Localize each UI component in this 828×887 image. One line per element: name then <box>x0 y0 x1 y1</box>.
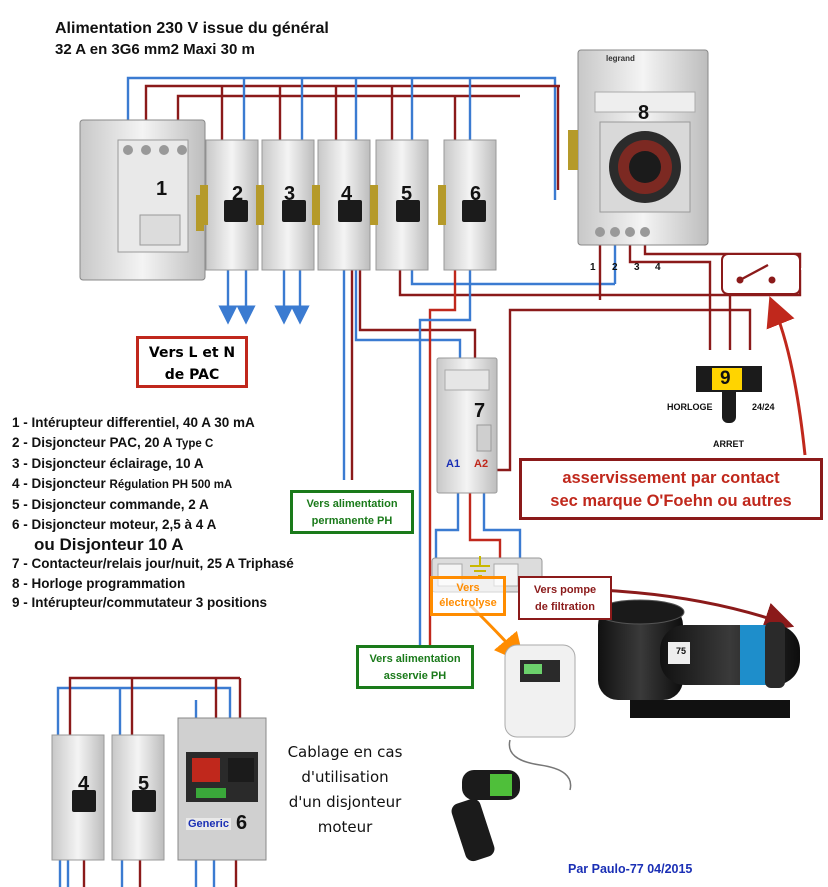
contact-switch <box>721 253 801 295</box>
legend-item-3: 3 - Disjoncteur éclairage, 10 A <box>12 454 294 474</box>
box-electrolyse-line2: électrolyse <box>439 597 497 609</box>
breaker-6 <box>438 139 497 271</box>
module-2-label: 2 <box>232 183 244 205</box>
legend-item-6-alt: ou Disjonteur 10 A <box>12 535 294 555</box>
legend-item-4: 4 - Disjoncteur Régulation PH 500 mA <box>12 474 294 496</box>
box-vers-pac-line1: Vers L et N <box>148 345 236 361</box>
legend-item-4-text: 4 - Disjoncteur <box>12 475 110 491</box>
box-pompe-line1: Vers pompe <box>533 584 597 596</box>
pump-arrow <box>599 588 795 632</box>
box-vers-pac: Vers L et N de PAC <box>136 336 248 388</box>
legend-item-5-text: 5 - Disjoncteur commande, 2 A <box>12 497 209 513</box>
header-line-1: Alimentation 230 V issue du général <box>55 20 329 37</box>
inset-devices <box>51 717 267 861</box>
box-pompe: Vers pompe de filtration <box>518 576 612 620</box>
legend-item-4-suffix: Régulation PH 500 mA <box>109 478 233 491</box>
module-5-label: 5 <box>401 183 413 205</box>
breaker-3 <box>256 139 315 271</box>
breaker-5 <box>370 139 429 271</box>
box-pompe-line2: de filtration <box>535 601 595 613</box>
timer-brand: legrand <box>606 54 635 63</box>
breaker-row <box>200 139 497 271</box>
switch-label-arret: ARRET <box>713 439 744 449</box>
pump-device <box>595 599 800 718</box>
module-3-label: 3 <box>284 183 296 205</box>
legend-item-5: 5 - Disjoncteur commande, 2 A <box>12 495 294 515</box>
legend-item-9: 9 - Intérupteur/commutateur 3 positions <box>12 593 294 613</box>
module-4-label: 4 <box>341 183 353 205</box>
box-asservissement-line1: asservissement par contact <box>562 469 780 487</box>
box-vers-pac-line2: de PAC <box>164 367 220 383</box>
credit: Par Paulo-77 04/2015 <box>568 862 693 876</box>
legend-item-6-text: 6 - Disjoncteur moteur, 2,5 à 4 A <box>12 516 217 532</box>
legend-item-9-text: 9 - Intérupteur/commutateur 3 positions <box>12 595 268 611</box>
electrolyse-device <box>451 644 576 862</box>
legend-item-7: 7 - Contacteur/relais jour/nuit, 25 A Tr… <box>12 554 294 574</box>
switch-label-24-24: 24/24 <box>752 402 775 412</box>
device-8-timer <box>568 49 709 246</box>
timer-terminal-2: 2 <box>612 262 618 273</box>
legend-item-1: 1 - Intérupteur differentiel, 40 A 30 mA <box>12 413 294 433</box>
switch-label-horloge: HORLOGE <box>667 402 713 412</box>
legend-item-8-text: 8 - Horloge programmation <box>12 575 186 591</box>
contactor-a1-label: A1 <box>446 458 461 470</box>
box-asservissement: asservissement par contact sec marque O'… <box>519 458 823 520</box>
contactor-a2-label: A2 <box>474 458 489 470</box>
inset-brand: Generic <box>186 818 231 830</box>
module-1-label: 1 <box>156 178 168 200</box>
legend-item-6: 6 - Disjoncteur moteur, 2,5 à 4 A <box>12 515 294 535</box>
breaker-2 <box>200 139 259 271</box>
inset-caption-line2: d'utilisation <box>301 768 389 786</box>
box-alim-asservie: Vers alimentation asservie PH <box>356 645 474 689</box>
device-7-contactor <box>436 357 498 494</box>
legend-item-2-text: 2 - Disjoncteur PAC, 20 A <box>12 434 176 450</box>
module-9-label: 9 <box>720 368 731 389</box>
legend-item-2-suffix: Type C <box>175 437 214 450</box>
box-electrolyse-line1: Vers <box>456 582 480 594</box>
box-asservissement-line2: sec marque O'Foehn ou autres <box>550 492 792 510</box>
device-1-differential <box>79 119 206 281</box>
legend-item-2: 2 - Disjoncteur PAC, 20 A Type C <box>12 433 294 455</box>
inset-breaker-6-label: 6 <box>236 812 248 834</box>
legend-item-7-text: 7 - Contacteur/relais jour/nuit, 25 A Tr… <box>12 556 294 572</box>
breaker-4 <box>312 139 371 271</box>
inset-caption-line1: Cablage en cas <box>287 743 403 761</box>
legend-item-3-text: 3 - Disjoncteur éclairage, 10 A <box>12 456 204 472</box>
asservissement-arrow <box>766 296 807 456</box>
timer-terminal-3: 3 <box>634 262 640 273</box>
inset-breaker-5-label: 5 <box>138 773 150 795</box>
box-alim-permanente-line1: Vers alimentation <box>306 498 398 510</box>
pump-badge: 75 <box>676 646 687 656</box>
component-legend: 1 - Intérupteur differentiel, 40 A 30 mA… <box>12 413 294 613</box>
inset-caption-line3: d'un disjonteur <box>288 793 402 811</box>
box-alim-asservie-line2: asservie PH <box>383 670 447 682</box>
module-7-label: 7 <box>474 400 486 422</box>
box-electrolyse: Vers électrolyse <box>430 576 506 616</box>
timer-terminal-4: 4 <box>655 262 661 273</box>
module-6-label: 6 <box>470 183 482 205</box>
module-8-label: 8 <box>638 102 650 124</box>
box-alim-permanente: Vers alimentation permanente PH <box>290 490 414 534</box>
header-line-2: 32 A en 3G6 mm2 Maxi 30 m <box>55 41 255 58</box>
legend-item-8: 8 - Horloge programmation <box>12 574 294 594</box>
timer-terminal-1: 1 <box>590 262 596 273</box>
inset-caption: Cablage en cas d'utilisation d'un disjon… <box>280 740 410 840</box>
inset-caption-line4: moteur <box>317 818 373 836</box>
inset-breaker-4-label: 4 <box>78 773 90 795</box>
legend-item-1-text: 1 - Intérupteur differentiel, 40 A 30 mA <box>12 415 255 430</box>
device-9-switch <box>696 366 762 423</box>
box-alim-asservie-line1: Vers alimentation <box>369 653 461 665</box>
box-alim-permanente-line2: permanente PH <box>311 515 393 527</box>
legend-item-6-alt-text: ou Disjonteur 10 A <box>34 534 184 554</box>
